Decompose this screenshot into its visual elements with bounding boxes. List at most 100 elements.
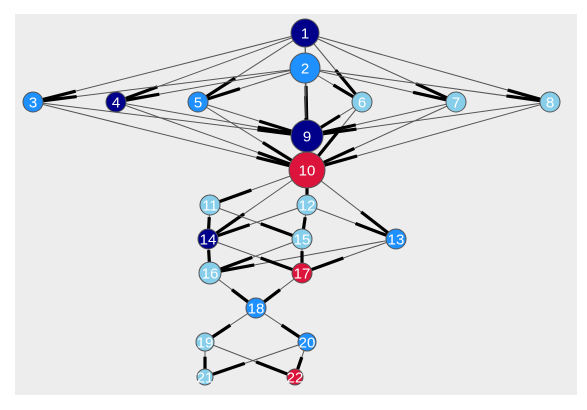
node-6[interactable]: 6 [351, 91, 373, 113]
node-circle-6[interactable] [351, 91, 373, 113]
node-circle-1[interactable] [290, 18, 320, 48]
node-label-5: 5 [194, 95, 202, 112]
edge-arrow-16-18 [230, 288, 250, 304]
node-circle-3[interactable] [22, 91, 44, 113]
node-circle-11[interactable] [199, 194, 221, 216]
edge-arrow-1-4 [124, 85, 158, 101]
node-18[interactable]: 18 [245, 297, 267, 319]
edge-arrow-1-8 [507, 88, 541, 101]
node-circle-19[interactable] [195, 332, 215, 352]
node-label-14: 14 [200, 232, 217, 249]
node-label-11: 11 [202, 198, 218, 215]
node-label-7: 7 [452, 95, 460, 112]
node-circle-10[interactable] [288, 151, 326, 189]
edge-arrow-8-10 [323, 154, 358, 167]
edge-arrow-13-16 [220, 263, 255, 273]
edge-arrow-2-6 [332, 83, 355, 99]
edge-arrow-6-10 [317, 131, 339, 158]
edge-arrow-12-13 [354, 222, 388, 237]
node-label-8: 8 [546, 95, 554, 112]
edge-arrow-10-14 [215, 212, 246, 235]
edge-arrow-4-9 [257, 125, 292, 135]
node-label-3: 3 [29, 95, 37, 112]
node-9[interactable]: 9 [290, 119, 324, 153]
node-1[interactable]: 1 [290, 18, 320, 48]
node-circle-18[interactable] [245, 297, 267, 319]
node-label-22: 22 [287, 370, 304, 387]
node-label-19: 19 [197, 335, 214, 352]
node-circle-13[interactable] [385, 228, 407, 250]
edge-arrow-14-17 [260, 256, 294, 272]
node-label-13: 13 [388, 232, 405, 249]
edge-arrow-4-10 [257, 151, 291, 166]
node-2[interactable]: 2 [289, 52, 321, 84]
edge-arrow-2-8 [506, 94, 541, 103]
node-circle-16[interactable] [198, 261, 222, 285]
edge-arrow-7-10 [322, 146, 355, 164]
node-circle-5[interactable] [187, 91, 209, 113]
node-circle-7[interactable] [445, 91, 467, 113]
edge-arrow-6-9 [319, 114, 341, 129]
edge-1-3 [32, 32, 306, 103]
edge-arrow-8-9 [322, 127, 357, 136]
node-12[interactable]: 12 [296, 194, 318, 216]
node-5[interactable]: 5 [187, 91, 209, 113]
node-label-4: 4 [112, 95, 120, 112]
node-22[interactable]: 22 [286, 368, 304, 387]
edge-arrow-20-22 [296, 356, 304, 370]
edge-arrow-18-20 [280, 323, 301, 339]
edge-arrow-11-14 [206, 217, 211, 230]
edge-arrow-5-9 [258, 119, 293, 133]
node-circle-21[interactable] [196, 368, 214, 386]
edge-arrow-1-6 [334, 69, 357, 96]
edge-arrow-18-19 [211, 323, 232, 339]
node-16[interactable]: 16 [198, 261, 222, 285]
node-circle-8[interactable] [539, 91, 561, 113]
edge-arrow-2-7 [412, 90, 447, 102]
node-4[interactable]: 4 [105, 91, 127, 113]
edge-arrow-15-16 [219, 255, 253, 271]
edge-arrow-10-13 [360, 210, 390, 235]
node-circle-2[interactable] [289, 52, 321, 84]
edge-arrow-17-18 [262, 288, 282, 304]
node-circle-22[interactable] [286, 368, 304, 386]
node-13[interactable]: 13 [385, 228, 407, 250]
node-label-17: 17 [294, 266, 311, 283]
node-15[interactable]: 15 [291, 228, 313, 250]
node-circle-20[interactable] [297, 332, 317, 352]
node-3[interactable]: 3 [22, 91, 44, 113]
edge-arrow-13-17 [310, 256, 344, 272]
edge-arrow-19-22 [255, 360, 289, 376]
node-label-6: 6 [358, 95, 366, 112]
node-circle-17[interactable] [291, 262, 313, 284]
edge-arrow-14-16 [207, 250, 211, 263]
edge-arrow-5-10 [262, 141, 293, 162]
node-label-12: 12 [299, 198, 316, 215]
node-circle-15[interactable] [291, 228, 313, 250]
node-8[interactable]: 8 [539, 91, 561, 113]
edge-arrow-12-15 [301, 216, 307, 230]
edge-arrow-10-11 [218, 188, 252, 204]
node-17[interactable]: 17 [291, 262, 313, 284]
node-10[interactable]: 10 [288, 151, 326, 189]
node-21[interactable]: 21 [196, 368, 214, 387]
node-14[interactable]: 14 [197, 228, 219, 250]
node-label-1: 1 [301, 26, 309, 43]
edges-layer [32, 32, 551, 378]
edge-arrow-1-3 [42, 89, 77, 102]
edge-arrow-11-15 [260, 222, 294, 238]
edge-arrow-12-14 [216, 223, 251, 238]
node-label-9: 9 [303, 129, 311, 146]
edge-arrow-2-4 [125, 92, 160, 102]
edge-2-3 [32, 67, 306, 103]
node-circle-4[interactable] [105, 91, 127, 113]
node-20[interactable]: 20 [297, 332, 317, 352]
edge-arrow-2-3 [42, 94, 77, 103]
node-label-10: 10 [299, 163, 316, 180]
node-7[interactable]: 7 [445, 91, 467, 113]
node-circle-12[interactable] [296, 194, 318, 216]
node-19[interactable]: 19 [195, 332, 215, 352]
node-circle-14[interactable] [197, 228, 219, 250]
node-11[interactable]: 11 [199, 194, 221, 216]
